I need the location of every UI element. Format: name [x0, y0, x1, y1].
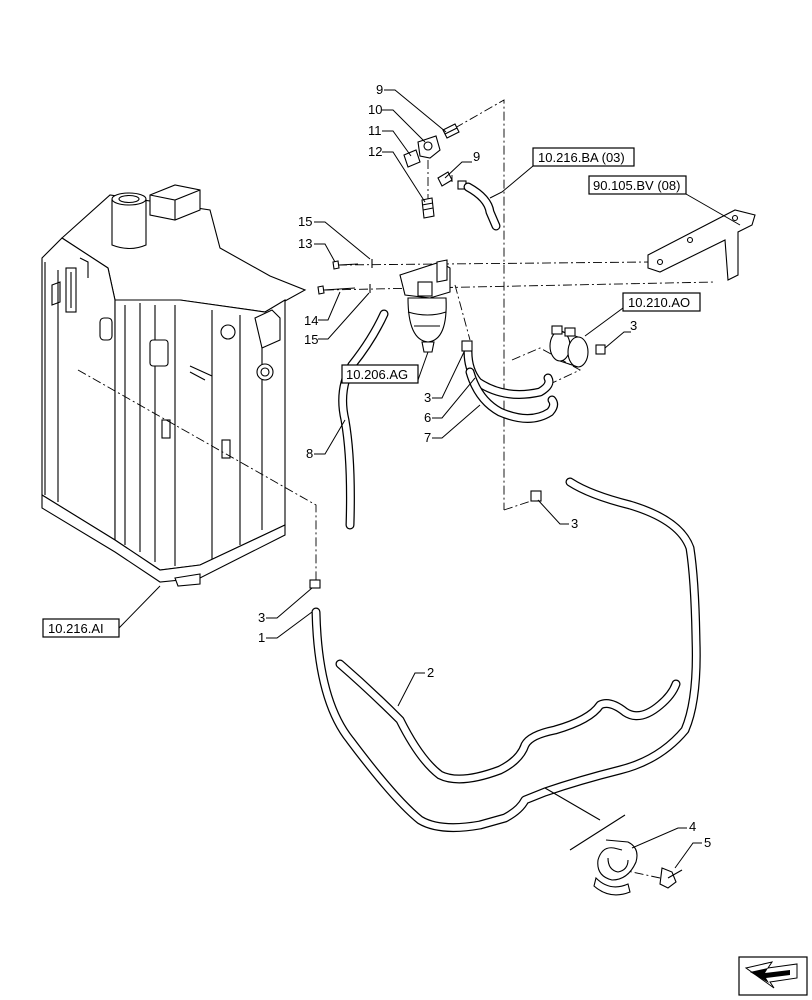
svg-text:10.216.AI: 10.216.AI: [48, 621, 104, 636]
hose-clamp: [549, 325, 606, 368]
leader-216-ai: [118, 585, 161, 629]
callout-8: 8: [306, 446, 313, 461]
hose-1: [311, 477, 701, 833]
svg-text:10.210.AO: 10.210.AO: [628, 295, 690, 310]
leader-210-ao: [584, 307, 624, 337]
callout-10: 10: [368, 102, 382, 117]
callout-12: 12: [368, 144, 382, 159]
connector-12: [421, 197, 435, 219]
leader-216-ba: [489, 165, 534, 199]
ref-box-10-210-ao[interactable]: 10.210.AO: [622, 292, 701, 312]
callout-6: 6: [424, 410, 431, 425]
callout-3-clamp: 3: [630, 318, 637, 333]
callout-3-right: 3: [571, 516, 578, 531]
callout-4: 4: [689, 819, 696, 834]
bolt-5: [659, 867, 683, 889]
ref-box-90-105-bv[interactable]: 90.105.BV (08): [588, 175, 687, 195]
clamp-3-right: [530, 490, 542, 502]
ref-box-10-216-ba[interactable]: 10.216.BA (03): [532, 147, 635, 167]
ref-box-10-206-ag[interactable]: 10.206.AG: [341, 364, 419, 384]
callout-3-lower: 3: [258, 610, 265, 625]
callout-9: 9: [376, 82, 383, 97]
callout-7: 7: [424, 430, 431, 445]
svg-text:10.216.BA (03): 10.216.BA (03): [538, 150, 625, 165]
short-hose-upper: [463, 182, 501, 231]
callout-3-filter: 3: [424, 390, 431, 405]
svg-text:90.105.BV (08): 90.105.BV (08): [593, 178, 680, 193]
clamp-3-lower: [309, 579, 321, 589]
fuel-filter: [399, 259, 451, 353]
bolt-14: [317, 285, 356, 295]
hose-2: [335, 659, 681, 784]
callout-11: 11: [368, 123, 382, 138]
callout-2: 2: [427, 665, 434, 680]
navigation-arrow-icon[interactable]: [738, 956, 808, 996]
callout-13: 13: [298, 236, 312, 251]
fitting-9-right: [437, 171, 467, 190]
bolt-13: [332, 260, 359, 270]
fitting-nipple-9: [442, 123, 460, 139]
hose-6-7: [461, 340, 559, 423]
svg-text:10.206.AG: 10.206.AG: [346, 367, 408, 382]
callout-9-right: 9: [473, 149, 480, 164]
ref-box-10-216-ai[interactable]: 10.216.AI: [42, 618, 120, 638]
hose-8: [338, 309, 389, 530]
bracket: [647, 209, 756, 281]
callout-15-upper: 15: [298, 214, 312, 229]
callout-5: 5: [704, 835, 711, 850]
leader-206-ag: [417, 351, 429, 381]
callout-14: 14: [304, 313, 318, 328]
callout-1: 1: [258, 630, 265, 645]
callouts: 9 10 11 12 9 15 13 14 15 3 6 7 3 8 3 3 1: [258, 82, 711, 869]
p-clip-4: [593, 839, 638, 896]
section-cut-marks: [544, 787, 626, 851]
center-lines: [77, 99, 716, 879]
leader-105-bv: [685, 193, 741, 226]
fuel-tank: [41, 184, 307, 587]
elbow-fitting-10-11: [403, 135, 441, 168]
callout-15-lower: 15: [304, 332, 318, 347]
